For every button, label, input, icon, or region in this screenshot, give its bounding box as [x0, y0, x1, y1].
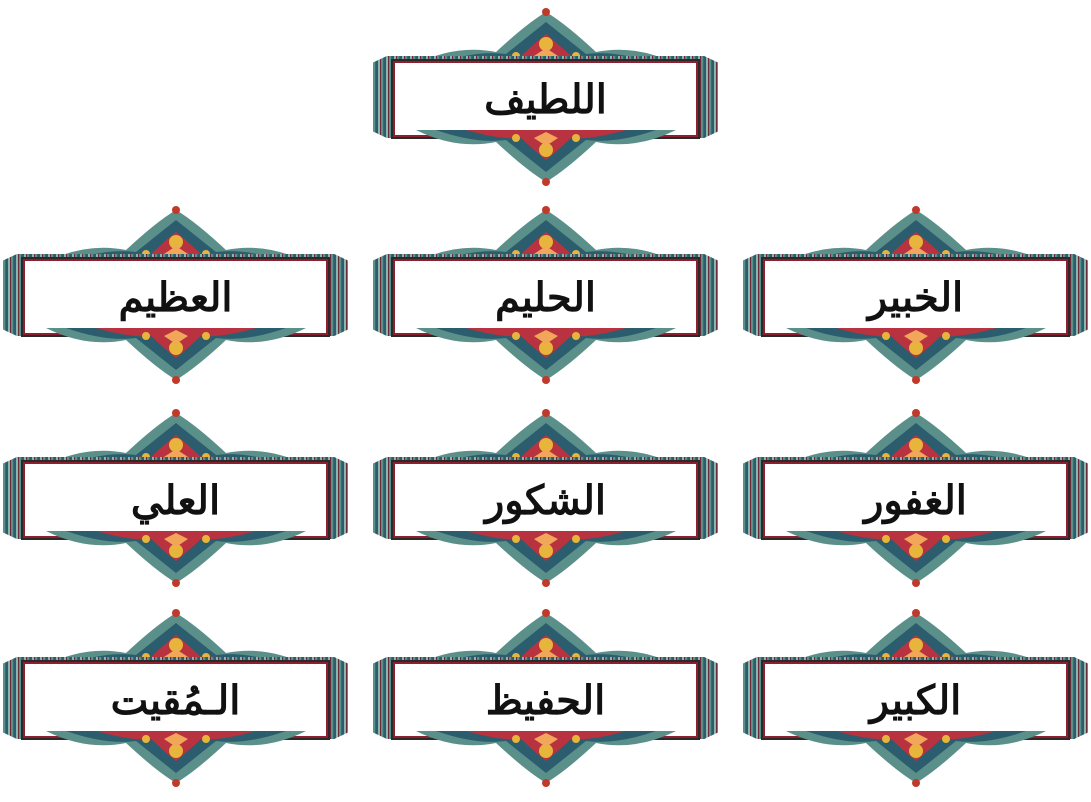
arabesque-ornament-icon — [46, 605, 306, 665]
arabesque-ornament-icon — [786, 531, 1046, 591]
name-card-row1-right: الخبير — [743, 202, 1088, 388]
name-label: الحفيظ — [486, 677, 605, 724]
name-card-row3-right: الكبير — [743, 605, 1088, 791]
label-box: العظيم — [21, 257, 330, 337]
name-card-top: اللطيف — [373, 4, 718, 190]
name-card-row2-middle: الشكور — [373, 405, 718, 591]
arabesque-ornament-icon — [416, 605, 676, 665]
arabesque-ornament-icon — [786, 202, 1046, 262]
name-label: العظيم — [118, 274, 232, 321]
name-label: الشكور — [485, 477, 606, 524]
arabesque-ornament-icon — [416, 4, 676, 64]
arabesque-ornament-icon — [416, 328, 676, 388]
arabesque-ornament-icon — [416, 405, 676, 465]
name-label: الخبير — [868, 274, 963, 321]
arabesque-ornament-icon — [416, 202, 676, 262]
name-label: الحليم — [495, 274, 596, 321]
name-card-row3-middle: الحفيظ — [373, 605, 718, 791]
name-card-row3-left: الـمُقيت — [3, 605, 348, 791]
arabesque-ornament-icon — [786, 328, 1046, 388]
name-card-row1-middle: الحليم — [373, 202, 718, 388]
label-box: الحليم — [391, 257, 700, 337]
arabesque-ornament-icon — [786, 605, 1046, 665]
name-card-row2-right: الغفور — [743, 405, 1088, 591]
arabesque-ornament-icon — [786, 731, 1046, 791]
name-label: الغفور — [864, 477, 967, 524]
arabesque-ornament-icon — [46, 202, 306, 262]
label-box: الخبير — [761, 257, 1070, 337]
arabesque-ornament-icon — [46, 731, 306, 791]
name-label: الكبير — [870, 677, 962, 724]
arabesque-ornament-icon — [786, 405, 1046, 465]
arabesque-ornament-icon — [46, 531, 306, 591]
label-box: اللطيف — [391, 59, 700, 139]
arabesque-ornament-icon — [46, 328, 306, 388]
label-box: الـمُقيت — [21, 660, 330, 740]
name-label: اللطيف — [484, 76, 607, 123]
label-box: الكبير — [761, 660, 1070, 740]
label-box: الشكور — [391, 460, 700, 540]
arabesque-ornament-icon — [46, 405, 306, 465]
arabesque-ornament-icon — [416, 731, 676, 791]
arabesque-ornament-icon — [416, 531, 676, 591]
label-box: الغفور — [761, 460, 1070, 540]
label-box: العلي — [21, 460, 330, 540]
name-card-row1-left: العظيم — [3, 202, 348, 388]
name-card-row2-left: العلي — [3, 405, 348, 591]
name-label: الـمُقيت — [111, 677, 241, 724]
arabesque-ornament-icon — [416, 130, 676, 190]
name-label: العلي — [131, 477, 220, 524]
label-box: الحفيظ — [391, 660, 700, 740]
